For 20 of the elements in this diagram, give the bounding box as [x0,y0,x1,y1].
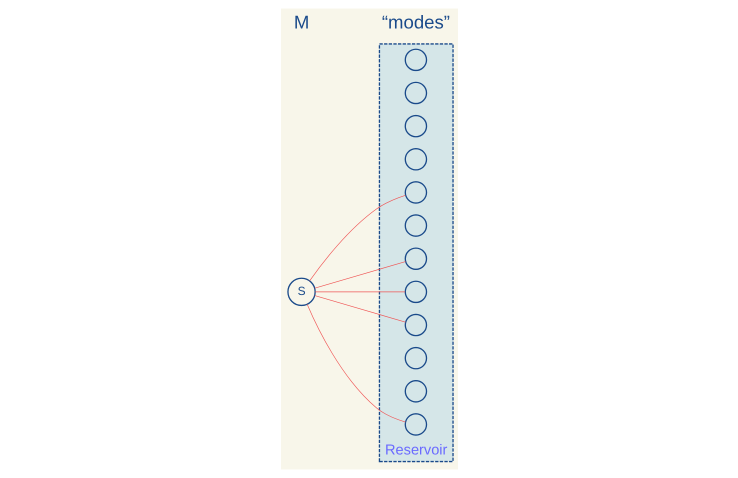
node-circle [404,48,427,72]
node-circle [404,181,427,204]
connector [314,261,406,289]
connector [308,194,406,282]
node-circle [404,247,427,270]
connector [306,304,406,422]
node-circle [404,380,427,403]
connector [314,295,406,323]
node-circle [404,148,427,171]
node-circle [404,214,427,237]
node-circle [404,114,427,138]
node-circle [404,314,427,336]
node-circle: S [286,278,316,306]
node-circle [404,280,427,304]
cluster: Reservoir [378,43,454,462]
node-circle [404,82,427,104]
node-circle [404,346,427,370]
label: M [293,12,309,33]
node-circle [404,413,427,436]
label: “modes” [381,12,450,33]
